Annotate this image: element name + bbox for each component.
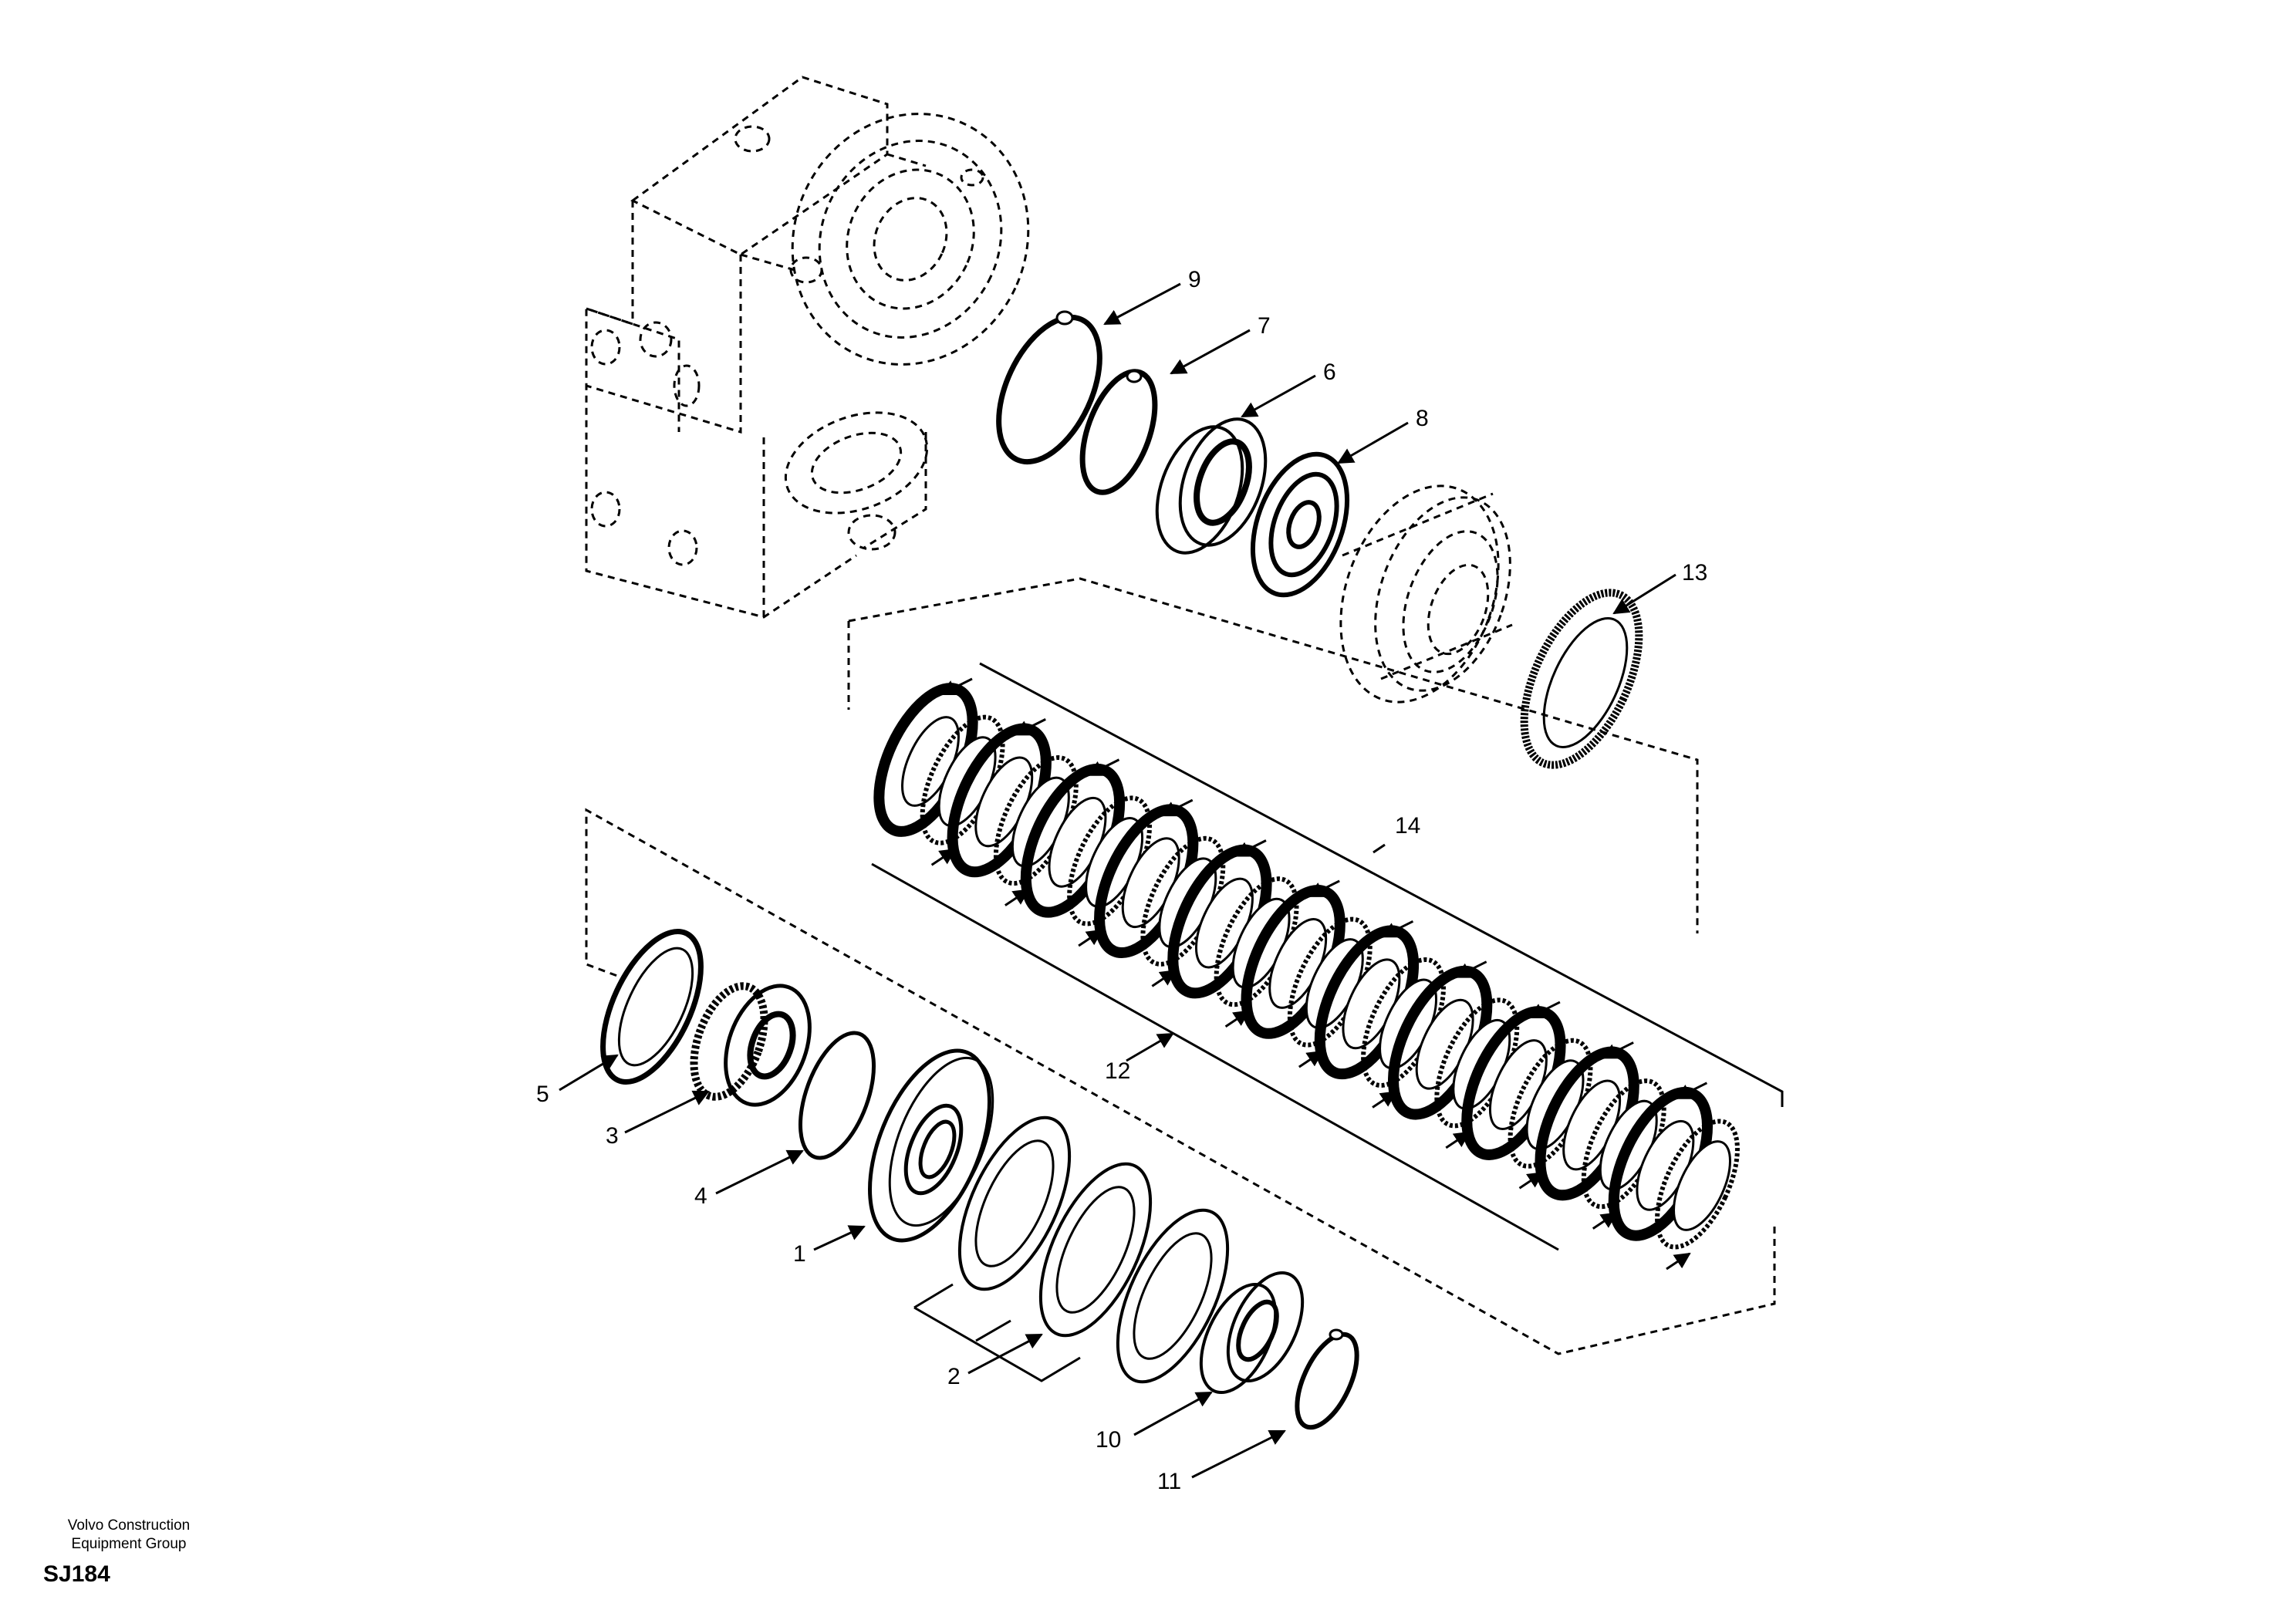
snap-ring-11 bbox=[1295, 1328, 1359, 1430]
bracket-2 bbox=[913, 1283, 1081, 1382]
disc-leader-arrow bbox=[1234, 839, 1267, 857]
callout-labels: 9 7 6 8 13 14 12 5 3 4 1 2 10 11 bbox=[536, 267, 1707, 1494]
callout-2: 2 bbox=[947, 1364, 961, 1389]
disc-leader-arrow bbox=[1674, 1082, 1708, 1100]
spring-retainer-10 bbox=[1199, 1271, 1305, 1395]
leader-lines bbox=[559, 282, 1676, 1479]
disc-leader-arrow bbox=[1380, 920, 1414, 938]
disc-leader-arrow bbox=[1013, 718, 1046, 736]
snap-ring-9 bbox=[996, 310, 1102, 465]
callout-13: 13 bbox=[1682, 560, 1707, 586]
piston-1 bbox=[868, 1048, 994, 1243]
disc-bore bbox=[1673, 1140, 1731, 1231]
drawing-code: SJ184 bbox=[43, 1561, 110, 1587]
callout-9: 9 bbox=[1188, 267, 1201, 292]
transmission-housing bbox=[585, 76, 1030, 619]
disc-leader-arrow bbox=[1528, 1001, 1561, 1019]
plates-2 bbox=[957, 1115, 1230, 1384]
callout-4: 4 bbox=[694, 1183, 707, 1209]
snap-ring-7 bbox=[1079, 369, 1158, 495]
callout-14: 14 bbox=[1395, 813, 1420, 839]
friction-disc-13 bbox=[1520, 589, 1643, 769]
callout-12: 12 bbox=[1105, 1058, 1130, 1084]
company-line-1: Volvo Construction bbox=[67, 1517, 191, 1534]
company-name: Volvo Construction Equipment Group bbox=[17, 1517, 241, 1554]
disc-leader-arrow bbox=[1601, 1041, 1634, 1059]
disc-leader-arrow bbox=[1160, 798, 1194, 817]
retainer-8 bbox=[1250, 451, 1350, 598]
callout-6: 6 bbox=[1323, 359, 1336, 385]
disc-leader-arrow bbox=[1666, 1252, 1691, 1271]
disc-leader-arrow bbox=[940, 677, 973, 696]
callout-11: 11 bbox=[1157, 1469, 1181, 1494]
snap-ring-4 bbox=[798, 1031, 876, 1160]
disc-leader-arrow bbox=[1307, 879, 1340, 898]
callout-5: 5 bbox=[536, 1082, 549, 1107]
disc-leader-arrow bbox=[1086, 758, 1120, 777]
company-line-2: Equipment Group bbox=[71, 1536, 187, 1552]
disc-5 bbox=[600, 929, 704, 1085]
disc-leader-arrow bbox=[1454, 960, 1487, 979]
callout-3: 3 bbox=[606, 1123, 619, 1149]
steel-plate bbox=[1655, 1119, 1740, 1250]
clutch-pack bbox=[873, 677, 1740, 1271]
callout-8: 8 bbox=[1416, 406, 1429, 431]
callout-7: 7 bbox=[1258, 313, 1271, 339]
bearing-6 bbox=[1155, 417, 1268, 555]
callout-1: 1 bbox=[793, 1241, 806, 1267]
clutch-drum bbox=[1339, 484, 1513, 704]
pack-bracket-lines bbox=[585, 577, 1784, 1355]
callout-10: 10 bbox=[1096, 1427, 1121, 1453]
